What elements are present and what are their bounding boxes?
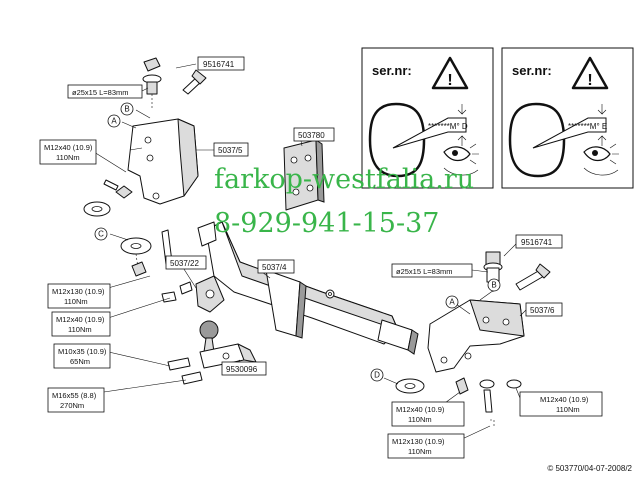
label-spacer-left: ø25x15 L=83mm bbox=[72, 88, 129, 97]
serial-heading-right: ser.nr: bbox=[512, 63, 552, 78]
label-bolt-top-torque: 110Nm bbox=[56, 153, 80, 162]
label-plate-503780: 503780 bbox=[298, 131, 325, 140]
label-bracket-5037-5: 5037/5 bbox=[218, 146, 243, 155]
label-bolt-mid-size: M12x40 (10.9) bbox=[56, 315, 105, 324]
letter-b-left: B bbox=[124, 105, 129, 114]
hardware-top-right bbox=[483, 251, 551, 294]
callouts-right: 9516741 ø25x15 L=83mm B A 5037/6 D M12x4… bbox=[370, 234, 603, 459]
eye-icon bbox=[583, 143, 619, 176]
letter-d-right: D bbox=[374, 371, 380, 380]
label-bolt-m10-torque: 65Nm bbox=[70, 357, 90, 366]
label-bolt-right-torque: 110Nm bbox=[556, 405, 580, 414]
plate-503780 bbox=[283, 139, 325, 211]
label-9516741-left: 9516741 bbox=[203, 60, 235, 69]
plate-text-left: *******M° D bbox=[428, 122, 468, 131]
bracket-right bbox=[427, 299, 525, 373]
label-bolt-m16-torque: 270Nm bbox=[60, 401, 84, 410]
bolts-left-lower bbox=[161, 229, 203, 385]
washers-right bbox=[395, 377, 522, 428]
label-bolt-top-size: M12x40 (10.9) bbox=[44, 143, 93, 152]
bracket-left bbox=[127, 118, 199, 205]
label-bolt-right-size: M12x40 (10.9) bbox=[540, 395, 589, 404]
label-bolt-low-size: M12x40 (10.9) bbox=[396, 405, 445, 414]
label-5037-22: 5037/22 bbox=[170, 259, 199, 268]
warning-panel-right: ser.nr: ! *******M° E bbox=[501, 47, 634, 189]
label-bolt-130-size-left: M12x130 (10.9) bbox=[52, 287, 105, 296]
warning-panel-left: ser.nr: ! *******M° D bbox=[361, 47, 494, 189]
label-spacer-right: ø25x15 L=83mm bbox=[396, 267, 453, 276]
crossbar bbox=[197, 221, 419, 355]
plate-text-right: *******M° E bbox=[568, 122, 607, 131]
letter-a-left: A bbox=[111, 117, 117, 126]
watermark-site: farkop-westfalia.ru bbox=[214, 164, 474, 195]
letter-c-left: C bbox=[98, 230, 104, 239]
svg-text:!: ! bbox=[447, 72, 452, 89]
letter-b-right: B bbox=[491, 281, 496, 290]
label-bolt-130-torque-right: 110Nm bbox=[408, 447, 432, 456]
label-bolt-m16-size: M16x55 (8.8) bbox=[52, 391, 97, 400]
eye-icon bbox=[443, 143, 479, 176]
label-bolt-130-size-right: M12x130 (10.9) bbox=[392, 437, 445, 446]
label-bolt-m10-size: M10x35 (10.9) bbox=[58, 347, 107, 356]
hardware-top-left bbox=[142, 57, 207, 108]
letter-a-right: A bbox=[449, 298, 455, 307]
label-9516741-right: 9516741 bbox=[521, 238, 553, 247]
warning-triangle-icon: ! bbox=[431, 56, 469, 90]
label-bolt-130-torque-left: 110Nm bbox=[64, 297, 88, 306]
label-ball-9530096: 9530096 bbox=[226, 365, 258, 374]
label-bolt-mid-torque: 110Nm bbox=[68, 325, 92, 334]
watermark-phone: 8-929-941-15-37 bbox=[214, 208, 439, 239]
label-crossbar-5037-4: 5037/4 bbox=[262, 263, 287, 272]
copyright-note: © 503770/04-07-2008/2 bbox=[547, 464, 632, 473]
svg-text:!: ! bbox=[587, 72, 592, 89]
leader-lines bbox=[93, 63, 527, 441]
callouts-left: 9516741 ø25x15 L=83mm B A M12x40 (10.9) … bbox=[39, 56, 335, 413]
label-bolt-low-torque: 110Nm bbox=[408, 415, 432, 424]
tow-ball bbox=[199, 320, 257, 369]
washers-left bbox=[83, 179, 152, 277]
warning-triangle-icon: ! bbox=[571, 56, 609, 90]
label-bracket-5037-6: 5037/6 bbox=[530, 306, 555, 315]
serial-heading-left: ser.nr: bbox=[372, 63, 412, 78]
socket-plate bbox=[179, 275, 225, 313]
